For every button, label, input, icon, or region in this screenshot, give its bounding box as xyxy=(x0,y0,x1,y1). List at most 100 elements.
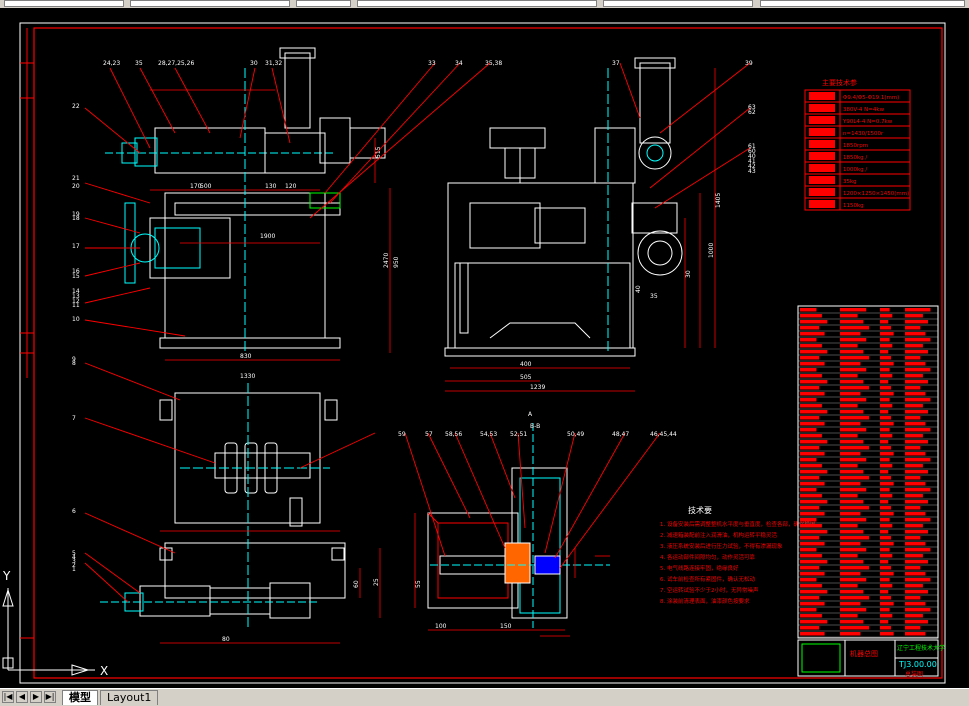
bom-cell xyxy=(905,386,921,390)
bom-cell xyxy=(880,368,890,372)
bom-cell xyxy=(905,482,926,486)
bom-cell xyxy=(880,308,890,312)
part-number-label: 20 xyxy=(72,183,80,190)
part-number-label: 41 xyxy=(748,158,756,165)
bom-cell xyxy=(800,626,820,630)
toolbar-field[interactable] xyxy=(4,0,124,7)
bom-cell xyxy=(905,590,928,594)
part-number-label: 13 xyxy=(72,293,80,300)
ucs-y-label: Y xyxy=(2,569,11,583)
bom-cell xyxy=(905,608,931,612)
tab-model[interactable]: 模型 xyxy=(62,690,98,705)
bom-cell xyxy=(840,350,864,354)
toolbar-field[interactable] xyxy=(130,0,290,7)
bom-cell xyxy=(840,386,870,390)
bom-cell xyxy=(880,608,890,612)
bom-cell xyxy=(840,602,861,606)
part-number-label: 8 xyxy=(72,360,76,367)
last-tab-button[interactable]: ▶| xyxy=(44,691,56,703)
bom-cell xyxy=(880,434,893,438)
bom-cell xyxy=(905,392,926,396)
bom-cell xyxy=(905,548,931,552)
toolbar-field[interactable] xyxy=(357,0,597,7)
next-tab-button[interactable]: ▶ xyxy=(30,691,42,703)
bom-cell xyxy=(880,410,889,414)
bom-cell xyxy=(905,620,928,624)
part-number-label: 39 xyxy=(745,60,753,67)
bom-cell xyxy=(800,470,828,474)
toolbar-field[interactable] xyxy=(760,0,965,7)
bom-cell xyxy=(800,530,828,534)
bom-cell xyxy=(840,344,858,348)
part-number-label: 10 xyxy=(72,316,80,323)
bom-cell xyxy=(905,464,923,468)
dimension-label: 150 xyxy=(500,623,512,630)
bom-cell xyxy=(840,440,864,444)
tech-table-key-cell xyxy=(809,164,835,172)
title-block: 机器总图 辽宁工程技术大学 TJ3.00.00 总装图 xyxy=(797,639,945,678)
top-view xyxy=(100,383,346,628)
part-number-label: 54,53 xyxy=(480,431,497,438)
bom-cell xyxy=(840,428,867,432)
dimension-label: 60 xyxy=(353,580,360,588)
tech-table-key-cell xyxy=(809,104,835,112)
bom-cell xyxy=(840,446,870,450)
toolbar-field[interactable] xyxy=(603,0,753,7)
bom-cell xyxy=(880,344,893,348)
bom-cell xyxy=(800,572,825,576)
note-line: 6. 试车前检查所有紧固件，确认无松动 xyxy=(660,575,755,583)
part-number-label: 7 xyxy=(72,415,76,422)
tech-table-title: 主要技术参 xyxy=(822,78,857,87)
tab-layout1[interactable]: Layout1 xyxy=(100,690,159,705)
bom-cell xyxy=(905,326,921,330)
bom-cell xyxy=(800,356,820,360)
dimension-label: 1000 xyxy=(708,243,715,258)
part-number-label: 42 xyxy=(748,163,756,170)
toolbar-field[interactable] xyxy=(296,0,351,7)
bom-cell xyxy=(905,320,928,324)
bom-cell xyxy=(880,494,893,498)
bom-cell xyxy=(800,464,822,468)
bom-cell xyxy=(880,590,889,594)
first-tab-button[interactable]: |◀ xyxy=(2,691,14,703)
bom-cell xyxy=(840,314,858,318)
bom-cell xyxy=(905,506,921,510)
bom-cell xyxy=(800,488,817,492)
title-drawing-no: TJ3.00.00 xyxy=(898,660,937,669)
dimension-label: 80 xyxy=(222,636,230,643)
bom-cell xyxy=(840,512,861,516)
bom-cell xyxy=(800,578,817,582)
bom-cell xyxy=(880,554,893,558)
part-number-label: 17 xyxy=(72,243,80,250)
bom-cell xyxy=(880,578,890,582)
section-view xyxy=(427,423,610,628)
bom-cell xyxy=(800,482,825,486)
prev-tab-button[interactable]: ◀ xyxy=(16,691,28,703)
bom-cell xyxy=(880,632,894,636)
bom-cell xyxy=(800,494,822,498)
bom-cell xyxy=(840,572,861,576)
part-number-label: 59 xyxy=(398,431,406,438)
part-number-label: 33 xyxy=(428,60,436,67)
bom-cell xyxy=(800,320,828,324)
bom-cell xyxy=(905,626,921,630)
bom-cell xyxy=(880,452,894,456)
bom-cell xyxy=(880,482,894,486)
bom-cell xyxy=(880,488,890,492)
bom-cell xyxy=(800,368,817,372)
side-view xyxy=(444,57,683,357)
title-name: 总装图 xyxy=(905,670,923,678)
bom-cell xyxy=(905,584,923,588)
bom-cell xyxy=(840,524,858,528)
bom-cell xyxy=(800,476,820,480)
dimension-label: 1900 xyxy=(260,233,275,240)
part-number-label: 12 xyxy=(72,298,80,305)
part-number-label: 24,23 xyxy=(103,60,120,67)
bom-cell xyxy=(800,362,825,366)
tech-table-value: 1150kg xyxy=(843,203,864,209)
bom-cell xyxy=(905,452,926,456)
bom-cell xyxy=(840,476,870,480)
bom-cell xyxy=(905,314,923,318)
bom-cell xyxy=(905,602,926,606)
